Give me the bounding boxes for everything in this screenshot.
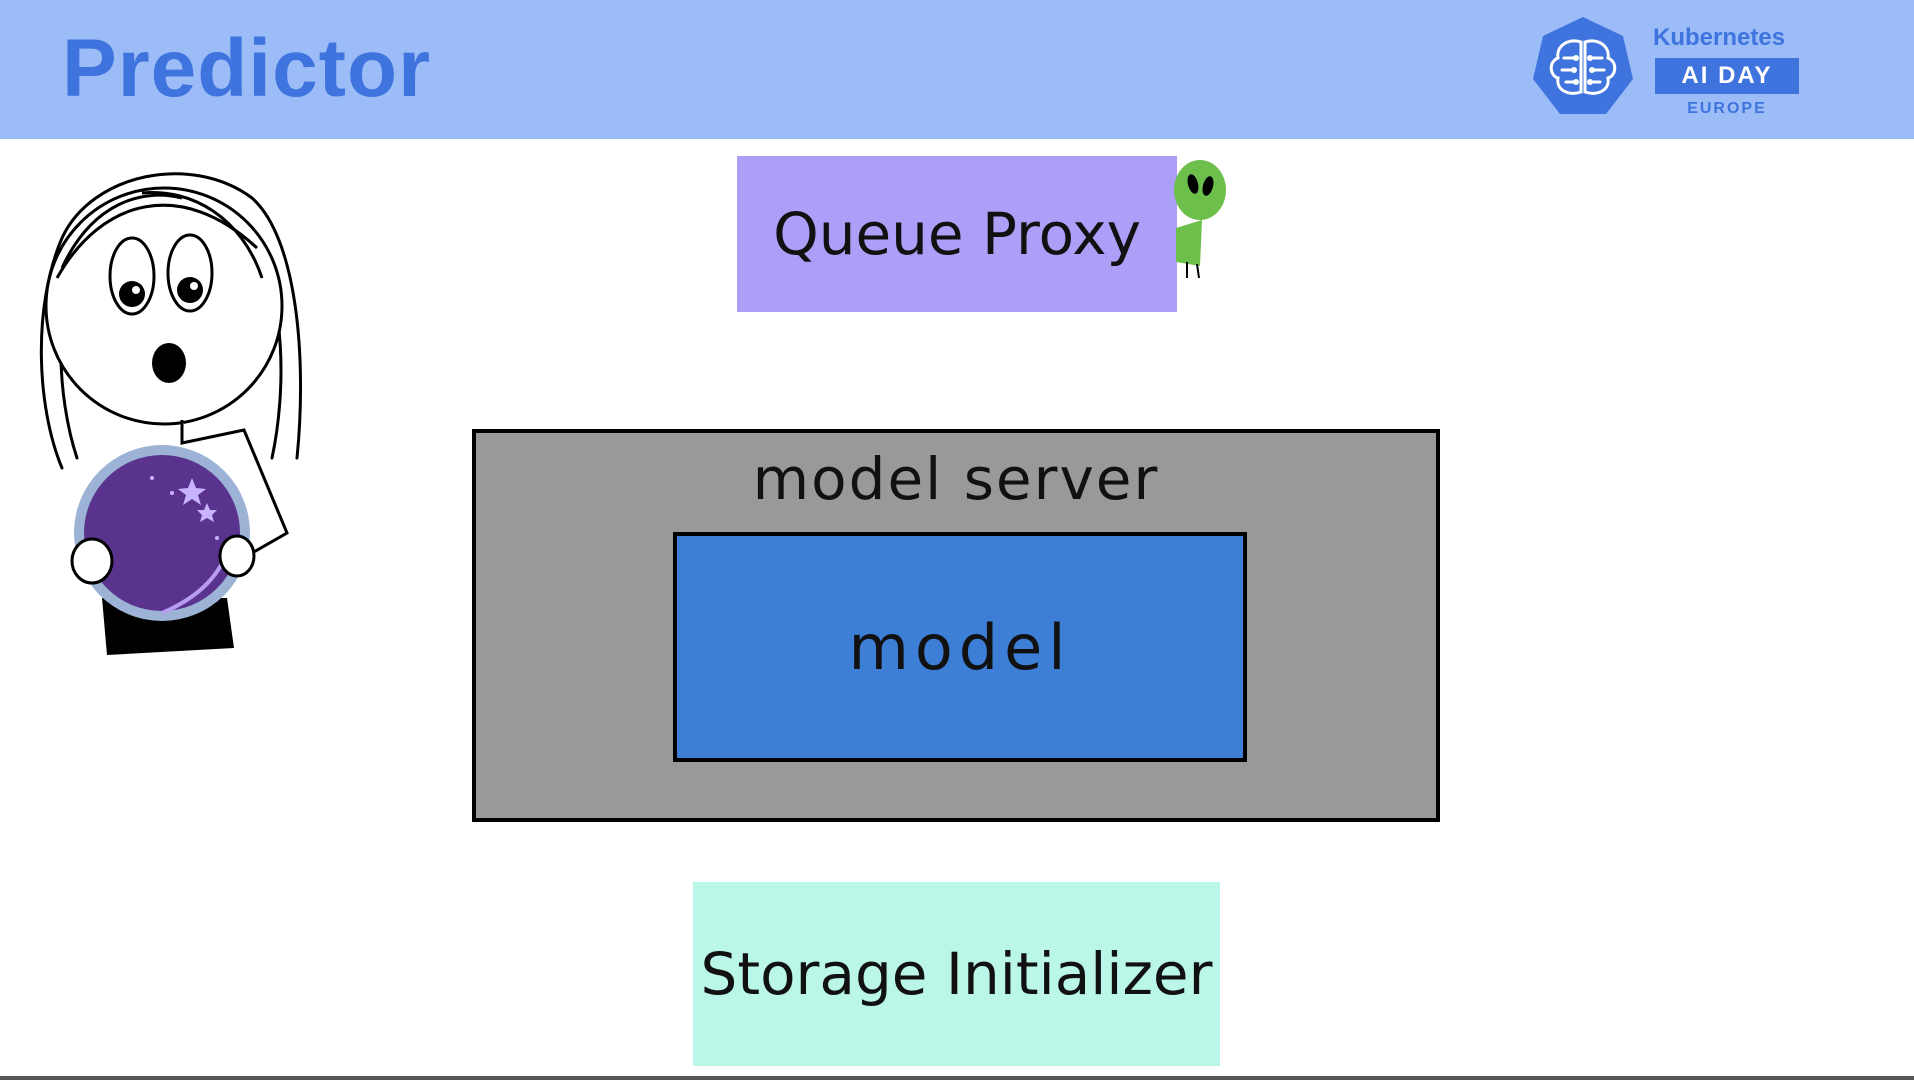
model-server-box: model server model [472, 429, 1440, 822]
storage-initializer-box: Storage Initializer [693, 882, 1220, 1066]
queue-proxy-box: Queue Proxy [737, 156, 1177, 312]
kubernetes-ai-day-logo: Kubernetes AI DAY EUROPE [1528, 14, 1808, 124]
alien-illustration [1174, 160, 1226, 279]
storage-initializer-label: Storage Initializer [700, 940, 1213, 1008]
model-server-label: model server [752, 445, 1160, 513]
girl-with-crystal-ball-illustration [39, 172, 303, 655]
queue-proxy-label: Queue Proxy [773, 200, 1141, 268]
model-label: model [848, 610, 1072, 684]
bottom-divider [0, 1076, 1914, 1080]
logo-ai-day-text: AI DAY [1655, 58, 1799, 94]
logo-kubernetes-text: Kubernetes [1653, 24, 1786, 51]
page-title: Predictor [62, 23, 431, 114]
model-box: model [673, 532, 1247, 762]
logo-europe-text: EUROPE [1687, 100, 1767, 117]
kubeflow-brain-logo-icon [1533, 17, 1633, 114]
header-bar: Predictor Kubernetes AI DAY EUROPE [0, 0, 1914, 139]
